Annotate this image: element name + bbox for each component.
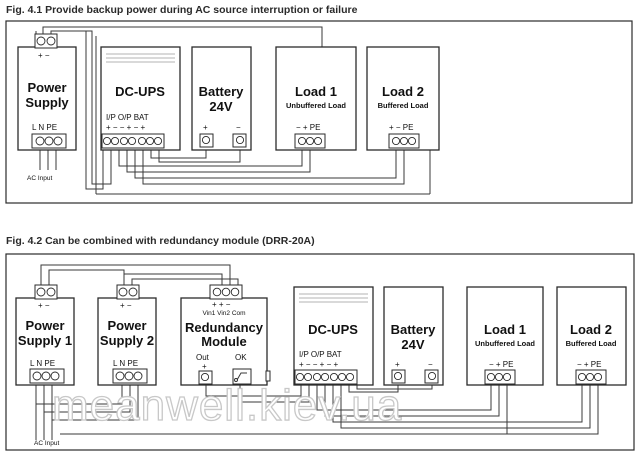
battery2-plus: + bbox=[395, 360, 400, 369]
load1b-title: Load 1 bbox=[484, 322, 526, 337]
ac-input-label: AC Input bbox=[27, 175, 52, 182]
watermark: meanwell.kiev.ua bbox=[52, 381, 402, 430]
redundancy-out-label: Out bbox=[196, 353, 210, 362]
fig2-frame bbox=[5, 253, 635, 451]
redundancy-title-1: Redundancy bbox=[185, 320, 264, 335]
redundancy-top-terminals: + + − bbox=[212, 300, 231, 309]
ps1-top-terminals: + − bbox=[38, 301, 50, 310]
redundancy-title-2: Module bbox=[201, 334, 247, 349]
ups-title: DC-UPS bbox=[115, 84, 165, 99]
ps1-title-2: Supply 1 bbox=[18, 333, 72, 348]
ps2-bottom-terminals: L N PE bbox=[113, 359, 138, 368]
load1-terminals: − + PE bbox=[296, 123, 320, 132]
battery2-minus: − bbox=[428, 360, 433, 369]
load2b-terminals: − + PE bbox=[577, 360, 601, 369]
battery-title-1: Battery bbox=[199, 84, 245, 99]
ps1-bottom-terminals: L N PE bbox=[30, 359, 55, 368]
fig2-redundancy-module: + + − Vin1 Vin2 Com Redundancy Module Ou… bbox=[180, 284, 271, 386]
ups2-title: DC-UPS bbox=[308, 322, 358, 337]
load2-subtitle: Buffered Load bbox=[378, 101, 429, 110]
fig1-load-2: Load 2 Buffered Load + − PE bbox=[366, 46, 440, 151]
load1-subtitle: Unbuffered Load bbox=[286, 101, 346, 110]
load1b-terminals: − + PE bbox=[489, 360, 513, 369]
load2b-subtitle: Buffered Load bbox=[566, 339, 617, 348]
ups-group-labels: I/P O/P BAT bbox=[106, 113, 149, 122]
battery2-title-1: Battery bbox=[391, 322, 437, 337]
battery-title-2: 24V bbox=[209, 99, 232, 114]
fig2-load-2: Load 2 Buffered Load − + PE bbox=[556, 286, 627, 386]
ps2-title-1: Power bbox=[107, 318, 146, 333]
battery2-title-2: 24V bbox=[401, 337, 424, 352]
ups2-terminal-signs: + − − + − + bbox=[299, 360, 338, 369]
fig1-wires bbox=[35, 26, 431, 195]
fig1-battery: Battery 24V + − bbox=[191, 46, 252, 151]
battery-plus: + bbox=[203, 123, 208, 132]
fig1-caption: Fig. 4.1 Provide backup power during AC … bbox=[6, 4, 358, 16]
load2-terminals: + − PE bbox=[389, 123, 413, 132]
fig1-power-supply: + − Power Supply L N PE AC Input bbox=[17, 33, 77, 182]
ups2-group-labels: I/P O/P BAT bbox=[299, 350, 342, 359]
ps-bottom-terminals: L N PE bbox=[32, 123, 57, 132]
load1-title: Load 1 bbox=[295, 84, 337, 99]
ps2-top-terminals: + − bbox=[120, 301, 132, 310]
battery-minus: − bbox=[236, 123, 241, 132]
fig2-ac-input-label: AC Input bbox=[34, 440, 59, 447]
fig1-frame bbox=[5, 20, 633, 204]
load2b-title: Load 2 bbox=[570, 322, 612, 337]
redundancy-out-sign: + bbox=[202, 362, 207, 371]
ps-title-1: Power bbox=[27, 80, 66, 95]
redundancy-ok-label: OK bbox=[235, 353, 247, 362]
fig2-dc-ups: DC-UPS I/P O/P BAT + − − + − + bbox=[293, 286, 374, 386]
redundancy-inputs: Vin1 Vin2 Com bbox=[202, 310, 245, 317]
fig2-battery: Battery 24V + − bbox=[383, 286, 444, 386]
fig2-power-supply-1: + − Power Supply 1 L N PE bbox=[15, 284, 75, 386]
load2-title: Load 2 bbox=[382, 84, 424, 99]
fig1-load-1: Load 1 Unbuffered Load − + PE bbox=[275, 46, 357, 151]
fig2-power-supply-2: + − Power Supply 2 L N PE bbox=[97, 284, 157, 386]
fig2-caption: Fig. 4.2 Can be combined with redundancy… bbox=[6, 235, 315, 247]
ps1-title-1: Power bbox=[25, 318, 64, 333]
fig2-wires bbox=[35, 264, 599, 440]
ups-terminal-signs: + − − + − + bbox=[106, 123, 145, 132]
fig2-load-1: Load 1 Unbuffered Load − + PE bbox=[466, 286, 544, 386]
ps-top-terminals: + − bbox=[38, 51, 50, 60]
fig1-dc-ups: DC-UPS I/P O/P BAT + − − + − + bbox=[100, 46, 181, 151]
ps-title-2: Supply bbox=[25, 95, 69, 110]
load1b-subtitle: Unbuffered Load bbox=[475, 339, 535, 348]
ps2-title-2: Supply 2 bbox=[100, 333, 154, 348]
